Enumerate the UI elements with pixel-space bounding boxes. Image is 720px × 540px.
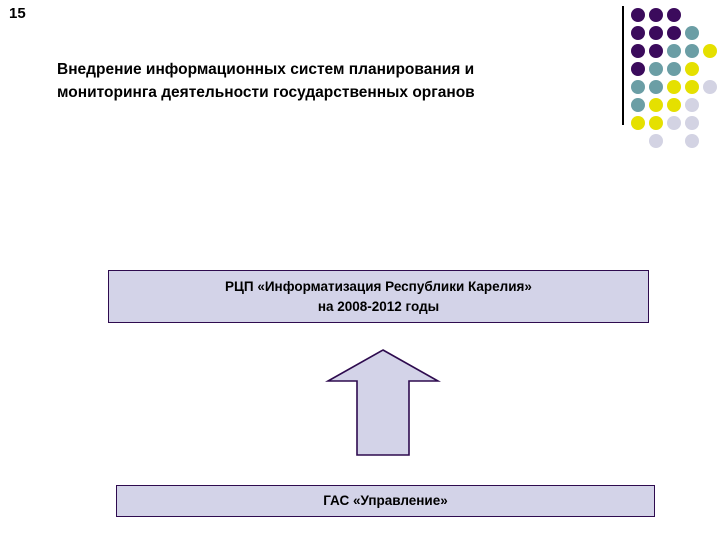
dot-purple bbox=[649, 44, 663, 58]
dot-yellow bbox=[649, 98, 663, 112]
dot-teal bbox=[649, 62, 663, 76]
dot-lavender bbox=[685, 134, 699, 148]
program-box: РЦП «Информатизация Республики Карелия» … bbox=[108, 270, 649, 323]
dot-teal bbox=[631, 80, 645, 94]
dot-yellow bbox=[649, 116, 663, 130]
program-box-label: РЦП «Информатизация Республики Карелия» … bbox=[225, 278, 532, 314]
up-arrow-icon bbox=[325, 347, 441, 459]
dot-teal bbox=[631, 98, 645, 112]
dot-purple bbox=[649, 8, 663, 22]
dot-lavender bbox=[703, 80, 717, 94]
dot-purple bbox=[649, 26, 663, 40]
dot-yellow bbox=[685, 62, 699, 76]
dot-purple bbox=[631, 8, 645, 22]
dot-yellow bbox=[685, 80, 699, 94]
dot-purple bbox=[631, 62, 645, 76]
dot-grid-decoration bbox=[620, 0, 720, 148]
gas-box: ГАС «Управление» bbox=[116, 485, 655, 517]
dot-yellow bbox=[667, 80, 681, 94]
dot-lavender bbox=[685, 98, 699, 112]
dot-purple bbox=[667, 8, 681, 22]
dot-purple bbox=[667, 26, 681, 40]
dot-teal bbox=[649, 80, 663, 94]
dot-teal bbox=[667, 62, 681, 76]
vertical-rule-icon bbox=[622, 6, 624, 125]
dot-lavender bbox=[649, 134, 663, 148]
page-title: Внедрение информационных систем планиров… bbox=[57, 61, 475, 101]
dot-teal bbox=[667, 44, 681, 58]
dot-lavender bbox=[667, 116, 681, 130]
dot-purple bbox=[631, 44, 645, 58]
gas-box-label: ГАС «Управление» bbox=[323, 493, 448, 508]
dot-teal bbox=[685, 26, 699, 40]
dot-teal bbox=[685, 44, 699, 58]
dot-lavender bbox=[685, 116, 699, 130]
dot-yellow bbox=[631, 116, 645, 130]
dot-purple bbox=[631, 26, 645, 40]
slide-number: 15 bbox=[9, 5, 26, 22]
dot-yellow bbox=[703, 44, 717, 58]
dot-yellow bbox=[667, 98, 681, 112]
